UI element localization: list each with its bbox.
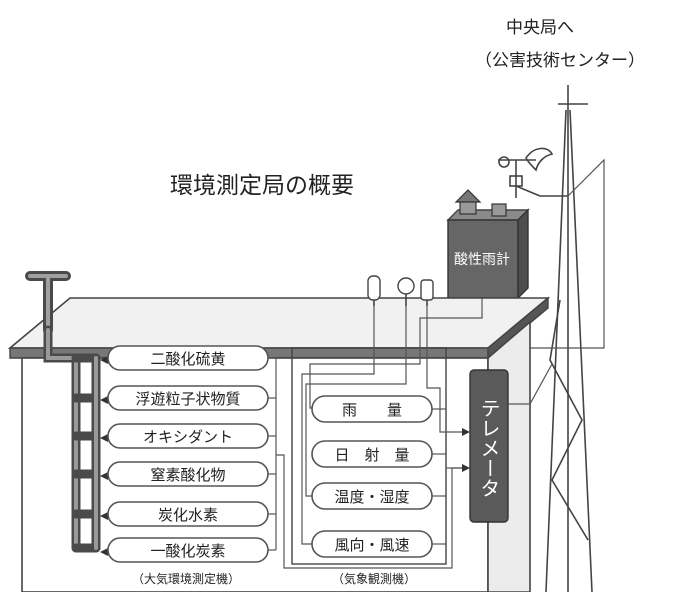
sensor-wires <box>301 298 483 545</box>
acid-rain-gauge-label: 酸性雨計 <box>454 252 510 268</box>
air-intake-pipe <box>25 271 101 553</box>
air-monitor-item: 窒素酸化物 <box>100 461 269 487</box>
telemeter-unit: テレメータ <box>469 369 509 523</box>
roof-sensors <box>367 275 434 306</box>
telemeter-tower-wire <box>508 363 553 405</box>
weather-monitor-item: 日 射 量 <box>311 440 433 468</box>
svg-text:日 射 量: 日 射 量 <box>334 446 409 464</box>
svg-text:雨 量: 雨 量 <box>342 401 402 419</box>
weather-monitor-item: 風向・風速 <box>311 530 433 558</box>
air-monitor-item: 炭化水素 <box>100 501 269 527</box>
anemometer-icon <box>498 147 568 198</box>
telemeter-label: テレメータ <box>477 398 501 498</box>
roof-to-tower-wire <box>530 158 605 349</box>
air-monitors-caption: （大気環境測定機） <box>132 571 240 586</box>
weather-monitors-caption: （気象観測機） <box>332 571 416 586</box>
weather-monitor-item: 温度・湿度 <box>311 482 433 510</box>
svg-text:風向・風速: 風向・風速 <box>334 536 409 554</box>
svg-text:温度・湿度: 温度・湿度 <box>334 488 409 506</box>
svg-text:二酸化硫黄: 二酸化硫黄 <box>150 350 225 368</box>
air-monitor-list: 二酸化硫黄 浮遊粒子状物質 オキシダント 窒素酸化物 炭化水素 一酸化炭素 <box>100 345 269 563</box>
weather-monitor-list: 雨 量 日 射 量 温度・湿度 風向・風速 <box>311 395 433 558</box>
svg-text:一酸化炭素: 一酸化炭素 <box>150 542 225 560</box>
svg-text:オキシダント: オキシダント <box>143 428 233 446</box>
destination-line1: 中央局へ <box>506 18 574 38</box>
svg-text:浮遊粒子状物質: 浮遊粒子状物質 <box>135 390 240 408</box>
svg-text:炭化水素: 炭化水素 <box>158 506 218 524</box>
air-monitor-item: 浮遊粒子状物質 <box>100 385 269 411</box>
air-monitor-item: 二酸化硫黄 <box>100 345 269 371</box>
svg-text:窒素酸化物: 窒素酸化物 <box>150 466 225 484</box>
acid-rain-gauge: 酸性雨計 <box>446 189 530 300</box>
weather-monitor-item: 雨 量 <box>311 395 433 423</box>
air-monitor-item: 一酸化炭素 <box>100 537 269 563</box>
air-monitor-item: オキシダント <box>100 423 269 449</box>
antenna-tower <box>545 85 593 592</box>
building-roof <box>7 296 551 360</box>
destination-line2: （公害技術センター） <box>475 51 645 71</box>
diagram-title: 環境測定局の概要 <box>170 173 354 199</box>
